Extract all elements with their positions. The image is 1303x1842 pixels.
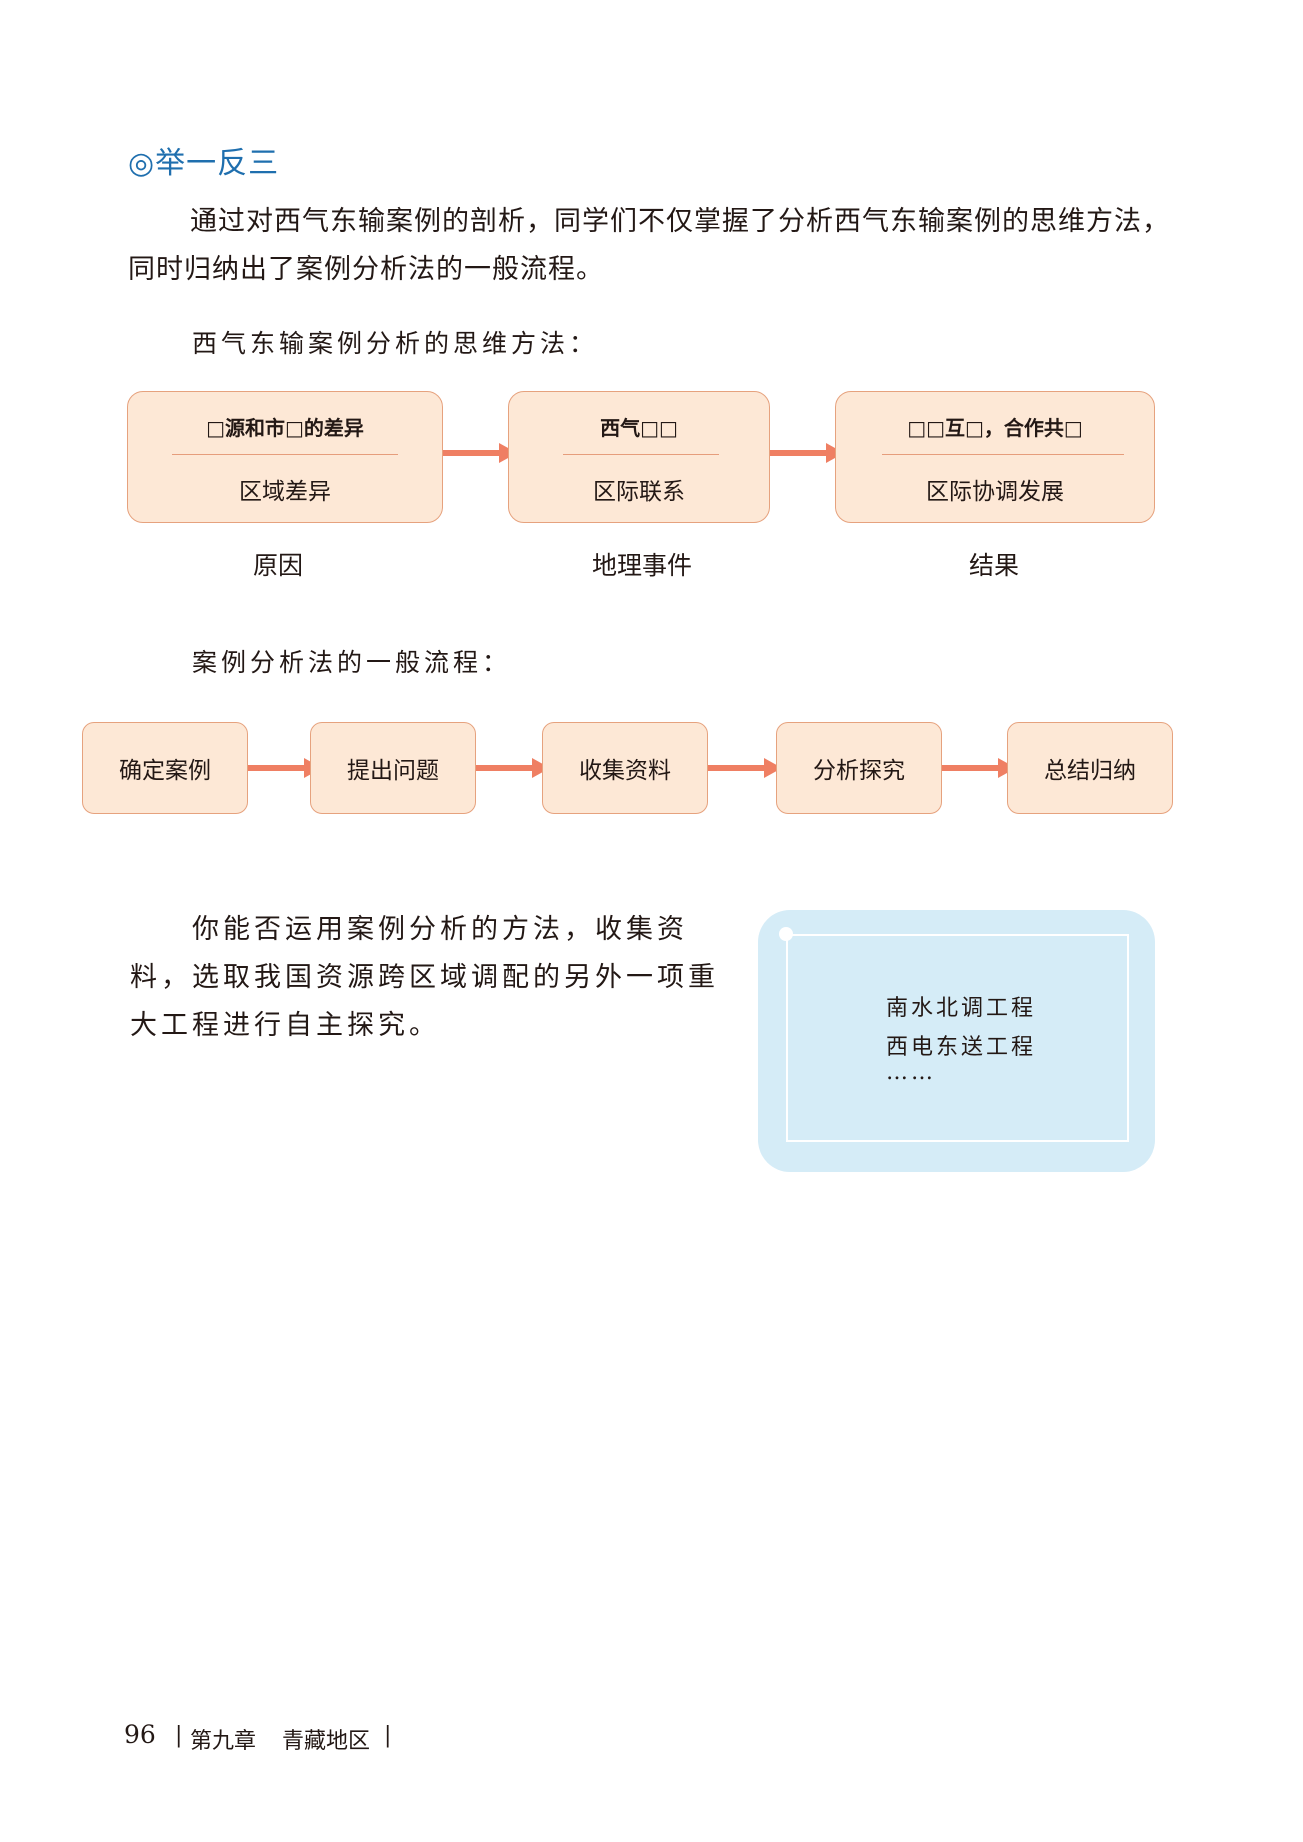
result-caption: 结果 (968, 551, 1019, 580)
cause-box-bottom: 区域差异 (239, 479, 331, 505)
arrow-right-icon (770, 443, 844, 463)
page-number: 96 (124, 1720, 156, 1749)
question-paragraph: 你能否运用案例分析的方法，收集资料，选取我国资源跨区域调配的另外一项重大工程进行… (130, 914, 719, 1041)
event-box-top: 西气□□ (600, 416, 678, 440)
hint-note: 南水北调工程 西电东送工程 …… (758, 910, 1155, 1172)
hint-line: 西电东送工程 (886, 1035, 1037, 1060)
cause-box: □源和市□的差异 区域差异 (127, 391, 443, 523)
general-process-heading: 案例分析法的一般流程： (192, 648, 512, 677)
footer-chapter: 第九章 (190, 1729, 257, 1754)
arrow-right-icon (708, 758, 782, 778)
event-caption: 地理事件 (591, 551, 692, 580)
section-title: ◎举一反三 (128, 146, 280, 181)
divider (172, 454, 398, 455)
event-box-bottom: 区际联系 (593, 479, 685, 505)
footer-section: 青藏地区 (282, 1729, 371, 1754)
step-box: 收集资料 (542, 722, 708, 814)
result-box-top: □□互□，合作共□ (907, 416, 1083, 440)
arrow-right-icon (476, 758, 550, 778)
step-box: 总结归纳 (1007, 722, 1173, 814)
footer-separator: | (175, 1723, 183, 1748)
hint-line: …… (886, 1060, 936, 1085)
event-box: 西气□□ 区际联系 (508, 391, 770, 523)
arrow-right-icon (443, 443, 517, 463)
cause-box-top: □源和市□的差异 (206, 416, 364, 440)
result-box-bottom: 区际协调发展 (926, 479, 1064, 505)
hint-line: 南水北调工程 (886, 996, 1037, 1021)
intro-paragraph: 通过对西气东输案例的剖析，同学们不仅掌握了分析西气东输案例的思维方法，同时归纳出… (128, 206, 1170, 285)
footer-separator: | (384, 1723, 392, 1748)
hint-note-frame (786, 934, 1129, 1142)
step-box: 确定案例 (82, 722, 248, 814)
cause-caption: 原因 (252, 551, 303, 580)
divider (563, 454, 719, 455)
step-box: 提出问题 (310, 722, 476, 814)
step-box: 分析探究 (776, 722, 942, 814)
result-box: □□互□，合作共□ 区际协调发展 (835, 391, 1155, 523)
divider (882, 454, 1124, 455)
arrow-right-icon (942, 758, 1016, 778)
thinking-method-heading: 西气东输案例分析的思维方法： (192, 329, 599, 358)
dot-icon (779, 927, 793, 941)
